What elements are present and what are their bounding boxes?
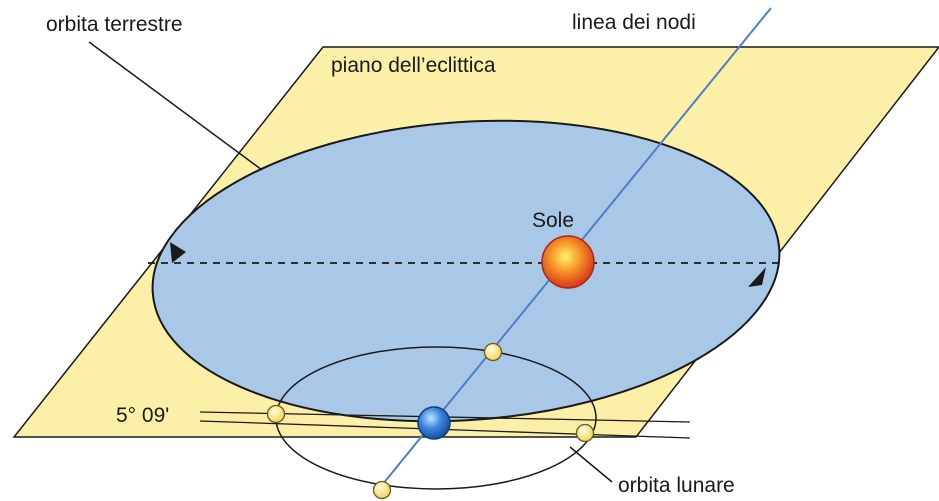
ecliptic-plane-label: piano dell’eclittica (331, 54, 496, 77)
moon-position-right (575, 423, 595, 443)
earth-orbit-arrow-left-icon (170, 242, 186, 263)
earth-orbit-label: orbita terrestre (46, 13, 183, 36)
earth-orbit-leader (88, 41, 263, 171)
sun-label: Sole (532, 209, 574, 232)
inclination-label: 5° 09' (116, 404, 169, 427)
moon-position-left (266, 404, 286, 424)
earth-orbit (151, 119, 781, 423)
lunar-orbit-leader (569, 446, 613, 483)
earth-orbit-arrow-right-icon (748, 267, 766, 287)
lunar-orbit-label: orbita lunare (618, 474, 735, 497)
sun (541, 235, 595, 289)
line-of-nodes-label: linea dei nodi (572, 11, 696, 34)
moon-position-top (483, 342, 503, 362)
moon-position-bottom (372, 480, 392, 500)
earth (417, 406, 451, 440)
